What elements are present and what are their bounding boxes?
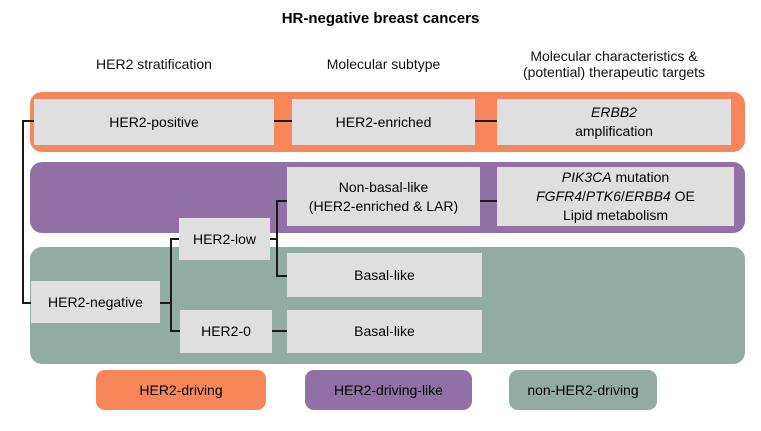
node-basal-like-2: Basal-like: [287, 310, 482, 353]
node-her2-positive: HER2-positive: [34, 99, 274, 145]
node-characteristics-line1: PIK3CA mutation: [561, 169, 670, 185]
node-characteristics-line2: FGFR4/PTK6/ERBB4 OE: [536, 188, 695, 204]
node-non-basal-like-line1: Non-basal-like: [338, 178, 429, 195]
bracket-her2low-vertical: [276, 200, 278, 277]
node-basal-like-1: Basal-like: [287, 253, 482, 297]
bracket-left-stub-her2negative: [24, 302, 31, 304]
bracket-stub-her2low: [172, 238, 179, 240]
legend-non-her2-driving: non-HER2-driving: [509, 370, 657, 410]
bracket-left-stub-her2positive: [24, 120, 34, 122]
connector-her2positive-her2enriched: [274, 120, 292, 122]
legend-her2-driving: HER2-driving: [96, 370, 266, 410]
legend-her2-driving-label: HER2-driving: [139, 382, 223, 398]
legend-her2-driving-like-label: HER2-driving-like: [334, 382, 443, 398]
bracket-left-vertical: [22, 120, 24, 304]
node-her2-enriched: HER2-enriched: [292, 99, 475, 145]
diagram-title: HR-negative breast cancers: [281, 10, 480, 27]
bracket-stub-basallike1: [278, 275, 287, 277]
connector-her2enriched-erbb2: [475, 120, 497, 122]
node-molecular-characteristics: PIK3CA mutation FGFR4/PTK6/ERBB4 OE Lipi…: [497, 167, 734, 226]
node-her2-negative: HER2-negative: [31, 281, 160, 323]
column-header-molecular-characteristics-line2: (potential) therapeutic targets: [522, 64, 706, 80]
node-her2-low: HER2-low: [179, 218, 270, 260]
bracket-stub-her2zero: [172, 330, 180, 332]
bracket-her2negative-stub: [160, 302, 171, 304]
node-non-basal-like-line2: (HER2-enriched & LAR): [308, 197, 459, 214]
column-header-molecular-characteristics: Molecular characteristics & (potential) …: [482, 48, 746, 80]
bracket-her2low-stub: [270, 238, 277, 240]
column-header-molecular-subtype: Molecular subtype: [326, 56, 441, 72]
connector-her2zero-basallike2: [272, 330, 287, 332]
node-her2-0: HER2-0: [180, 310, 272, 353]
legend-her2-driving-like: HER2-driving-like: [305, 370, 472, 410]
connector-nonbasal-characteristics: [480, 200, 497, 202]
node-erbb2-amplification: ERBB2 amplification: [497, 99, 731, 145]
legend-non-her2-driving-label: non-HER2-driving: [527, 382, 639, 398]
column-header-molecular-characteristics-line1: Molecular characteristics &: [530, 48, 698, 64]
node-characteristics-line3: Lipid metabolism: [562, 207, 669, 223]
column-header-her2-stratification: HER2 stratification: [96, 56, 212, 72]
bracket-her2negative-vertical: [170, 238, 172, 332]
node-non-basal-like: Non-basal-like (HER2-enriched & LAR): [287, 167, 480, 226]
bracket-stub-nonbasal: [278, 200, 287, 202]
